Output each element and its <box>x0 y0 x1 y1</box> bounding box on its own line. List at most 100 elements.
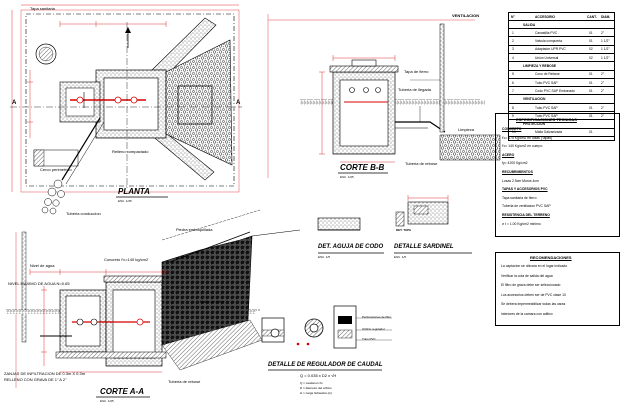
corte-bb-scale: ESC. 1/25 <box>340 175 354 179</box>
detail-aguja <box>317 217 361 231</box>
detail-regulador <box>261 305 392 349</box>
corte-bb-label-rebose: Tuberia de rebose <box>405 161 438 166</box>
table-cell: Union Universal <box>535 55 559 60</box>
detail-sardinel <box>395 195 449 227</box>
corte-aa-title: CORTE A-A <box>100 387 144 396</box>
detalle-regulador-label-pared: Perforaciones de filtro <box>362 315 392 319</box>
spec-line: σ t = 1.00 Kg/cm2 minimo <box>502 221 541 226</box>
table-header-row: N° ACCESORIO CANT. DIAM. <box>509 13 614 21</box>
planta-scale: ESC. 1/25 <box>118 199 132 203</box>
table-cell: Malla Galvanizada <box>535 130 563 135</box>
table-row: PROTECCION <box>509 121 614 129</box>
recommendation-line: El filtro de grava debe ser seleccionado <box>501 283 561 287</box>
planta-label-tuberia: Tuberia conduccion <box>66 211 101 216</box>
corte-aa-label-piedras: Piedra emboquillada <box>176 227 213 232</box>
table-cell: 1 1/2" <box>601 39 610 44</box>
planta-label-relleno: Relleno compactado <box>112 149 149 154</box>
recommendations-title: RECOMENDACIONES <box>530 255 572 260</box>
planta-label-tapa: Tapa sanitaria <box>30 6 55 11</box>
table-cell: 1 <box>512 30 514 35</box>
table-cell: Tubo PVC SAP <box>535 105 558 110</box>
table-cell: 02 <box>589 55 593 60</box>
spec-line: Tapa sanitaria de fierro <box>502 195 537 200</box>
detalle-regulador-label-tubo: Tubo PVC <box>362 337 376 341</box>
table-cell: 10 <box>512 130 516 135</box>
table-cell: 7 <box>512 88 514 93</box>
north-arrow-icon <box>125 27 131 48</box>
table-cell: PROTECCION <box>523 122 545 127</box>
corte-aa-note-top: NIVEL MAXIMO DE AGUA N=0.65 <box>8 281 70 286</box>
table-cell: 1 1/2" <box>601 47 610 52</box>
table-cell: 01 <box>589 72 593 77</box>
planta-view: A A <box>10 4 242 215</box>
table-cell: 1 1/2" <box>601 55 610 60</box>
recommendation-line: La captacion se ubicara en el lugar indi… <box>501 264 568 268</box>
planta-label-cerco: Cerco perimetrico <box>40 167 72 172</box>
table-cell: 01 <box>589 39 593 44</box>
recommendations-box: RECOMENDACIONES La captacion se ubicara … <box>495 252 620 326</box>
table-row: VENTILACION <box>509 96 614 104</box>
spec-line: fy= 4200 Kg/cm2 <box>502 161 528 166</box>
table-cell: 01 <box>589 30 593 35</box>
table-cell: Tubo PVC SAP <box>535 113 558 118</box>
corte-aa-note-bottom-2: RELLENO CON GRAVA DE 1" A 2" <box>4 377 67 382</box>
detalle-sardinel-title: DETALLE SARDINEL <box>394 244 454 250</box>
spec-line: Tuberia de ventilacion PVC SAP <box>502 204 551 209</box>
corte-bb-title: CORTE B-B <box>340 163 385 172</box>
corte-bb-label-tapa: Tapa de fierro <box>404 69 429 74</box>
detalle-regulador-title: DETALLE DE REGULADOR DE CAUDAL <box>268 362 383 368</box>
table-cell: SALIDA <box>523 22 536 27</box>
spec-line: RECUBRIMIENTOS <box>502 170 533 174</box>
corte-bb-view <box>267 14 501 178</box>
spec-line: TAPAS Y ACCESORIOS PVC <box>502 187 548 192</box>
corte-bb-stones <box>439 134 501 161</box>
table-row: LIMPIEZA Y REBOSE <box>509 63 614 71</box>
table-row: 10 Malla Galvanizada 01 <box>509 129 614 137</box>
table-cell: 01 <box>589 105 593 110</box>
table-header-cant: CANT. <box>587 14 597 19</box>
table-cell: Valvula compuerta <box>535 39 563 44</box>
spec-line: f'c= 175 Kg/cm2 en losas (Tapas) <box>502 135 553 140</box>
table-cell: Cono de Rebose <box>535 72 560 77</box>
table-cell: 2" <box>601 80 605 85</box>
table-cell: 01 <box>589 80 593 85</box>
table-header-num: N° <box>511 14 515 19</box>
corte-bb-label-limpieza: Limpieza <box>458 127 475 132</box>
table-row: 1 Canastilla PVC 01 2" <box>509 29 614 38</box>
table-cell: 02 <box>589 47 593 52</box>
detalle-sardinel-subtitle: DET. TAPA <box>396 228 412 232</box>
table-cell: Codo PVC SAP Embonado <box>535 88 575 93</box>
table-cell: 01 <box>589 130 593 135</box>
recommendation-line: interiores de la camara con aditivo <box>501 311 553 316</box>
table-cell: 5 <box>512 72 514 77</box>
planta-boundary <box>25 13 235 187</box>
table-cell: 01 <box>589 113 593 118</box>
spec-line: Losas 2.5cm Muros 4cm <box>502 178 539 183</box>
table-header-diam: DIAM. <box>601 14 611 19</box>
corte-bb-label-ventilacion: VENTILACION <box>452 13 480 18</box>
vent-pipe <box>439 23 445 133</box>
svg-text:A: A <box>12 100 17 106</box>
specs-box: ESPECIFICACIONES TECNICAS CONCRETO f'c= 1… <box>495 113 620 237</box>
spec-line: CONCRETO <box>502 127 522 131</box>
table-cell: VENTILACION <box>523 97 546 102</box>
table-cell: 2" <box>601 30 605 35</box>
table-cell: 9 <box>512 113 514 118</box>
table-cell: 2" <box>601 105 605 110</box>
planta-stone-outlet <box>41 179 65 215</box>
table-cell: 3 <box>512 47 514 52</box>
table-cell: Canastilla PVC <box>535 30 558 35</box>
table-row: SALIDA <box>509 21 614 29</box>
specs-title: ESPECIFICACIONES TECNICAS <box>516 117 577 122</box>
table-cell: 2" <box>601 88 605 93</box>
detalle-sardinel-scale: ESC. 1/5 <box>394 255 407 259</box>
recommendation-line: Se debera impermeabilizar todas las cara… <box>501 302 566 306</box>
detalle-aguja-title: DET. AGUJA DE CODO <box>318 244 384 250</box>
corte-aa-label-malla: Malla de filtro <box>200 299 224 304</box>
